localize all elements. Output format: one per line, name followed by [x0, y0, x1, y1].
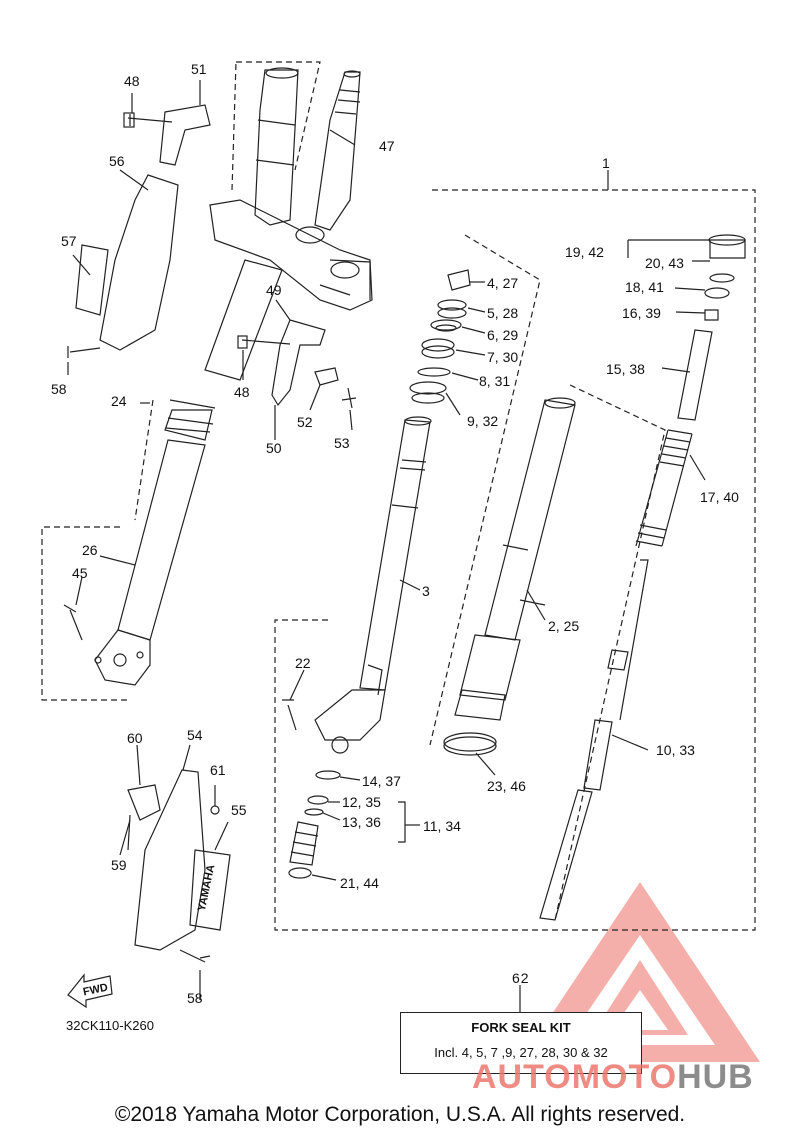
label-10-33: 10, 33 — [656, 742, 695, 758]
label-6-29: 6, 29 — [487, 327, 519, 343]
label-4-27: 4, 27 — [487, 275, 519, 291]
label-58b: 58 — [187, 990, 203, 1006]
spring-17 — [635, 429, 693, 547]
label-51: 51 — [191, 61, 207, 77]
bracket-51 — [159, 104, 211, 166]
label-53: 53 — [334, 435, 350, 451]
fwd-arrow-icon — [67, 973, 113, 1009]
group-box-top — [236, 61, 321, 171]
label-9-32: 9, 32 — [467, 413, 499, 429]
label-57: 57 — [61, 233, 77, 249]
group-box-inner2 — [554, 384, 666, 921]
label-59: 59 — [111, 857, 127, 873]
bolt-45 — [63, 604, 83, 641]
label-14-37: 14, 37 — [362, 773, 401, 789]
ring-23 — [443, 732, 497, 752]
label-15-38: 15, 38 — [606, 361, 645, 377]
label-19-42: 19, 42 — [565, 244, 604, 260]
label-54: 54 — [187, 727, 203, 743]
label-3: 3 — [422, 583, 430, 599]
label-20-43: 20, 43 — [645, 255, 684, 271]
label-48b: 48 — [234, 384, 250, 400]
label-24: 24 — [111, 393, 127, 409]
label-8-31: 8, 31 — [479, 373, 511, 389]
bracket-50 — [271, 319, 326, 407]
label-16-39: 16, 39 — [622, 305, 661, 321]
label-58: 58 — [51, 381, 67, 397]
fork-guard-decal — [75, 244, 109, 316]
label-60: 60 — [127, 730, 143, 746]
triple-clamp — [209, 199, 373, 311]
watermark-text: AUTOMOTOHUB — [472, 1058, 754, 1097]
seal-stack — [409, 269, 471, 404]
steering-stem — [314, 70, 361, 231]
watermark-part1: AUTOMOTO — [472, 1058, 678, 1096]
bolt-48-top — [127, 114, 173, 126]
label-7-30: 7, 30 — [487, 349, 519, 365]
damper-rod — [539, 559, 649, 921]
fork-guard — [99, 174, 179, 351]
cap-bolt — [704, 234, 746, 321]
kit-includes: Incl. 4, 5, 7 ,9, 27, 28, 30 & 32 — [434, 1045, 608, 1060]
bolt-22 — [282, 699, 297, 731]
kit-title: FORK SEAL KIT — [471, 1020, 571, 1035]
cable-guide-52 — [314, 367, 339, 386]
bolt-48-mid — [241, 339, 291, 345]
guide-60 — [127, 784, 161, 821]
label-17-40: 17, 40 — [700, 489, 739, 505]
label-21-44: 21, 44 — [340, 875, 379, 891]
label-23-46: 23, 46 — [487, 778, 526, 794]
fork-seal-kit-box: FORK SEAL KIT Incl. 4, 5, 7 ,9, 27, 28, … — [400, 1012, 642, 1074]
inner-tube — [314, 416, 432, 754]
label-5-28: 5, 28 — [487, 305, 519, 321]
label-55: 55 — [231, 802, 247, 818]
bolt-58-top — [67, 346, 101, 358]
label-22: 22 — [295, 655, 311, 671]
label-13-36: 13, 36 — [342, 814, 381, 830]
rod-15 — [677, 329, 713, 421]
lower-guard-54 — [134, 769, 206, 951]
label-52: 52 — [297, 414, 313, 430]
group-box-left — [41, 526, 130, 701]
left-outer-tube — [94, 67, 299, 686]
label-49: 49 — [266, 282, 282, 298]
label-12-35: 12, 35 — [342, 794, 381, 810]
label-1: 1 — [602, 155, 610, 171]
valve-11 — [289, 821, 319, 866]
group-box-1 — [274, 189, 756, 931]
bolt-58-bottom — [179, 949, 211, 963]
label-48: 48 — [124, 73, 140, 89]
label-47: 47 — [379, 138, 395, 154]
label-56: 56 — [109, 153, 125, 169]
label-11-34: 11, 34 — [423, 818, 461, 834]
label-61: 61 — [210, 762, 226, 778]
watermark-part2: HUB — [677, 1058, 754, 1096]
copyright: ©2018 Yamaha Motor Corporation, U.S.A. A… — [114, 1103, 686, 1126]
label-50: 50 — [266, 440, 282, 456]
label-2-25: 2, 25 — [548, 618, 580, 634]
guard-decal-55 — [189, 849, 231, 931]
kit-number: 62 — [512, 970, 530, 986]
diagram-code: 32CK110-K260 — [66, 1018, 154, 1033]
label-18-41: 18, 41 — [625, 279, 664, 295]
label-45: 45 — [72, 565, 88, 581]
label-26: 26 — [82, 542, 98, 558]
outer-tube-2 — [454, 397, 576, 721]
bolt-53 — [341, 387, 357, 409]
